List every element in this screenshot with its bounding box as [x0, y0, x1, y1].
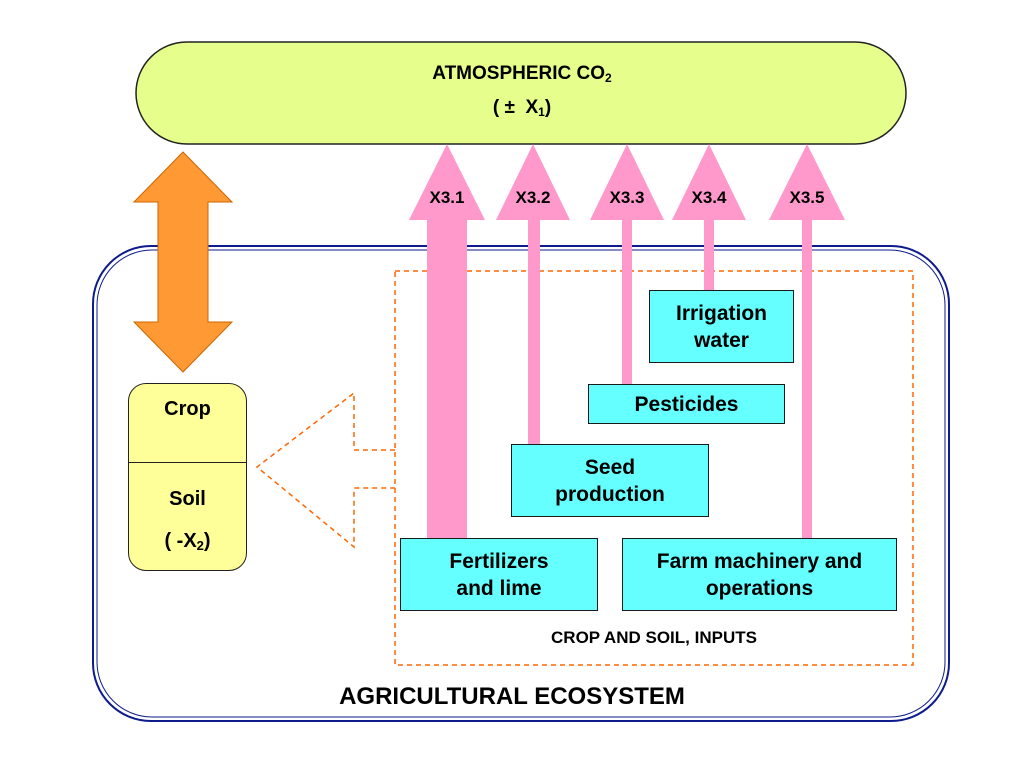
ecosystem-label: AGRICULTURAL ECOSYSTEM [339, 683, 685, 710]
inputs-region [394, 270, 914, 666]
seed-production-box: Seed production [511, 444, 709, 517]
pesticides-box: Pesticides [588, 384, 785, 424]
crop-label: Crop [164, 398, 211, 420]
exchange-arrow [132, 151, 234, 373]
atmosphere-shape [135, 41, 907, 145]
inputs-group-label: CROP AND SOIL, INPUTS [551, 628, 757, 647]
flux-label-x3-1: X3.1 [430, 188, 465, 207]
inputs-to-crop-arrow [255, 391, 395, 549]
atmosphere-label: ATMOSPHERIC CO2 ( ± X1) [138, 42, 906, 144]
soil-flux: ( -X2) [164, 530, 211, 553]
flux-arrow-x3-3 [590, 144, 664, 384]
atmosphere-title: ATMOSPHERIC CO2 [432, 63, 612, 85]
crop-soil-box: Crop Soil ( -X2) [128, 383, 247, 571]
ecosystem-border-inner [96, 249, 946, 718]
atmosphere-flux: ( ± X1) [492, 97, 552, 119]
flux-label-x3-3: X3.3 [610, 188, 645, 207]
flux-label-x3-5: X3.5 [790, 188, 825, 207]
flux-arrow-x3-1 [409, 144, 485, 540]
ecosystem-border [92, 245, 950, 722]
flux-label-x3-4: X3.4 [692, 188, 728, 207]
flux-arrow-x3-5 [769, 144, 845, 540]
flux-arrow-x3-2 [496, 144, 570, 445]
flux-arrow-x3-4 [672, 144, 746, 292]
fertilizers-lime-box: Fertilizers and lime [400, 538, 598, 611]
flux-label-x3-2: X3.2 [516, 188, 551, 207]
soil-label: Soil [169, 488, 206, 510]
farm-machinery-box: Farm machinery and operations [622, 538, 897, 611]
irrigation-water-box: Irrigation water [649, 290, 794, 363]
crop-soil-divider [129, 462, 246, 463]
